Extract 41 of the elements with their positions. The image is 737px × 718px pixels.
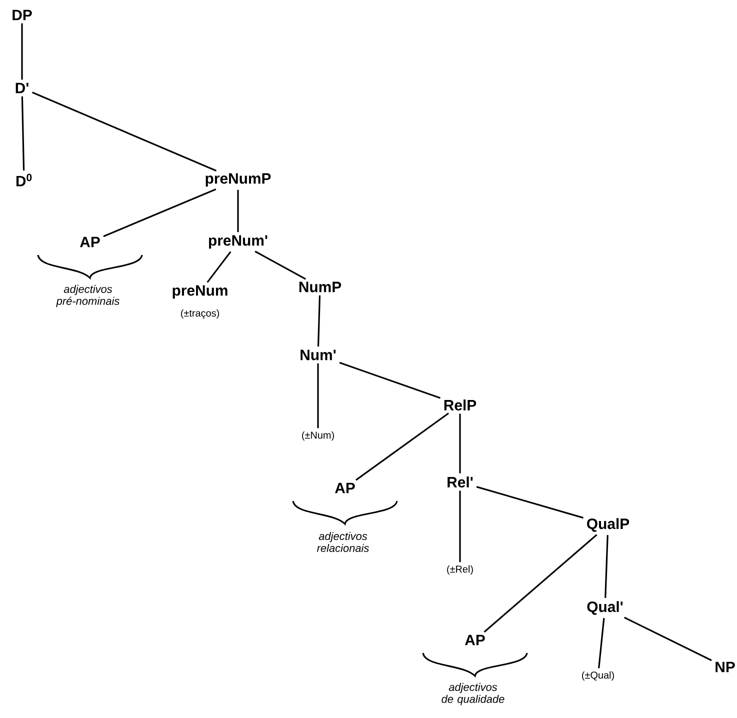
tree-label: AP [335, 482, 355, 494]
tree-branch [317, 295, 321, 347]
feature-label: (±Num) [302, 431, 334, 441]
tree-branch [598, 618, 605, 668]
tree-label: RelP [444, 400, 476, 410]
feature-label: (±Qual) [582, 671, 614, 681]
tree-branch [254, 250, 306, 280]
tree-label: Rel' [448, 476, 473, 488]
tree-branch [206, 251, 232, 283]
feature-label: (±traços) [181, 309, 219, 319]
tree-branch [356, 412, 450, 481]
tree-branch [317, 363, 319, 428]
tree-label: preNumP [206, 173, 271, 187]
tree-branch [604, 535, 608, 598]
tree-label: Num' [300, 350, 336, 360]
tree-label: Qual' [587, 601, 623, 615]
tree-branch [459, 414, 461, 474]
tree-branch [21, 96, 25, 171]
feature-label: (±Rel) [447, 565, 473, 575]
tree-branch [459, 490, 461, 562]
annotation: adjectivos de qualidade [442, 682, 504, 706]
tree-branch [339, 362, 441, 399]
tree-branch [624, 616, 712, 662]
tree-label: D$^{0}$ [16, 174, 32, 186]
tree-label: DP [12, 10, 32, 20]
tree-label: NumP [299, 282, 342, 292]
tree-label: preNum [172, 285, 228, 299]
tree-label: AP [80, 236, 100, 248]
tree-branch [237, 190, 239, 232]
tree-label: preNum' [208, 235, 268, 249]
tree-label: QualP [587, 518, 630, 532]
annotation: adjectivos relacionais [317, 532, 369, 552]
tree-label: AP [465, 634, 485, 646]
tree-branch [476, 486, 584, 519]
tree-label: NP [716, 662, 735, 672]
annotation: adjectivos pré-nominais [56, 284, 120, 308]
tree-label: D' [16, 82, 28, 94]
tree-branch [21, 23, 23, 80]
tree-branch [103, 188, 216, 238]
tree-branch [32, 92, 217, 172]
tree-branch [484, 534, 598, 633]
